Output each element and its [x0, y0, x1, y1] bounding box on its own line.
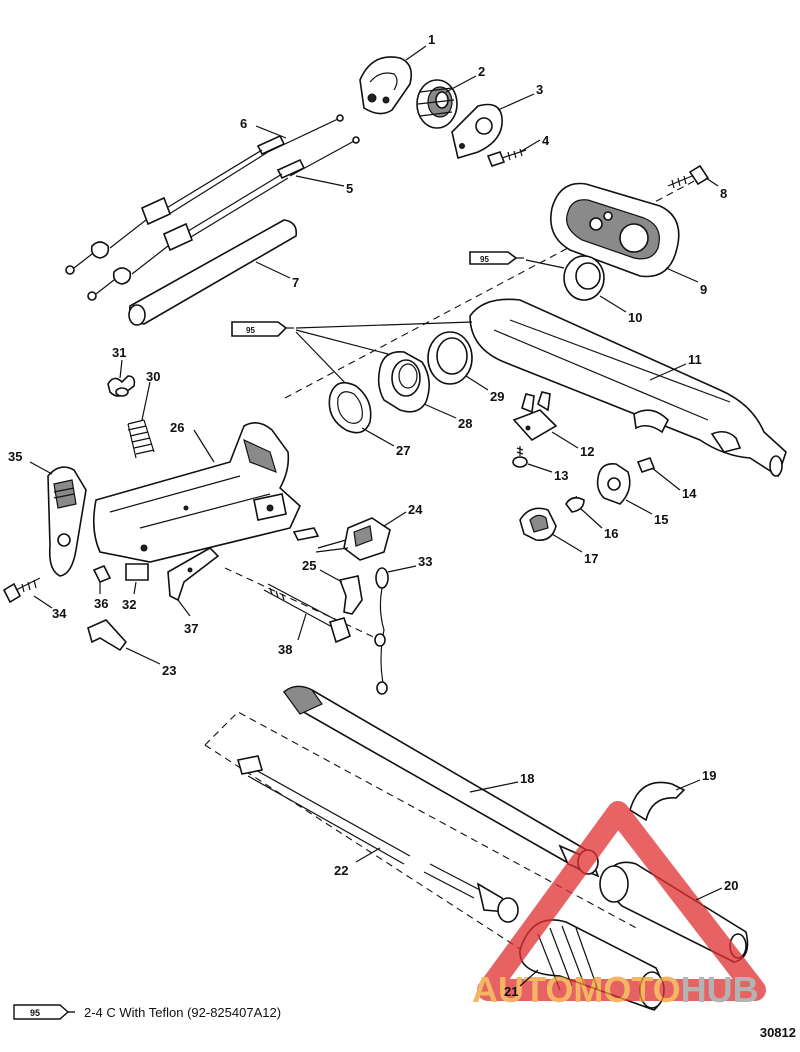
- part-10-seal: [563, 255, 605, 301]
- alignment-lines: [204, 177, 701, 966]
- callout-34: 34: [52, 606, 67, 621]
- legend-lubricant-tube-icon: 95: [13, 1004, 75, 1020]
- part-15-block: [596, 462, 631, 505]
- callout-28: 28: [458, 416, 472, 431]
- part-18-throttle-shaft: [282, 685, 600, 878]
- callout-29: 29: [490, 389, 504, 404]
- part-26-steering-bracket: [92, 422, 301, 563]
- part-24-stop-switch: [292, 517, 391, 561]
- part-19-retaining-clip: [629, 781, 686, 822]
- part-11-tiller-arm: [469, 298, 787, 478]
- callout-36: 36: [94, 596, 108, 611]
- part-25-retainer: [338, 575, 363, 615]
- callout-2: 2: [478, 64, 485, 79]
- callout-17: 17: [584, 551, 598, 566]
- callout-8: 8: [720, 186, 727, 201]
- callout-9: 9: [700, 282, 707, 297]
- watermark-text-orange: AUTOMOTO: [472, 969, 681, 1010]
- part-28-bushing: [377, 351, 430, 413]
- figure-number: 30812: [759, 1025, 796, 1040]
- watermark-triangle: [477, 801, 766, 1001]
- callout-6: 6: [240, 116, 247, 131]
- svg-text:AUTOMOTOHUB: AUTOMOTOHUB: [472, 969, 759, 1010]
- part-14-set-screw: [636, 457, 656, 473]
- callout-31: 31: [112, 345, 126, 360]
- part-3-retainer-plate: [451, 103, 503, 160]
- callout-10: 10: [628, 310, 642, 325]
- callout-37: 37: [184, 621, 198, 636]
- part-23-bracket-clip: [87, 619, 128, 652]
- callout-1: 1: [428, 32, 435, 47]
- callout-27: 27: [396, 443, 410, 458]
- callout-38: 38: [278, 642, 292, 657]
- callout-30: 30: [146, 369, 160, 384]
- legend: 95 2-4 C With Teflon (92-825407A12): [12, 1001, 281, 1023]
- callout-23: 23: [162, 663, 176, 678]
- watermark: AUTOMOTOHUB: [472, 801, 766, 1010]
- part-8-bolt: [667, 164, 710, 189]
- callout-32: 32: [122, 597, 136, 612]
- callouts: 1 2 3 4 5 6 7 8 9 10 11 12 13 14 15 16 1…: [8, 32, 738, 999]
- lubricant-tube-lower-label: 95: [246, 326, 255, 335]
- lubricant-tube-upper: 95: [469, 251, 565, 269]
- part-27-wave-washer: [328, 381, 372, 434]
- part-17-friction-knob: [519, 507, 557, 542]
- part-32-pad: [125, 563, 149, 581]
- callout-7: 7: [292, 275, 299, 290]
- part-30-spring: [127, 419, 155, 459]
- callout-4: 4: [542, 133, 550, 148]
- callout-3: 3: [536, 82, 543, 97]
- callout-18: 18: [520, 771, 534, 786]
- part-5-throttle-cable: [87, 136, 360, 301]
- callout-24: 24: [408, 502, 423, 517]
- part-22-stop-cable: [236, 755, 519, 923]
- part-12-bracket: [512, 391, 558, 442]
- part-29-washer: [427, 331, 473, 385]
- lubricant-tube-upper-label: 95: [480, 255, 489, 264]
- callout-16: 16: [604, 526, 618, 541]
- part-37-clip: [167, 547, 220, 602]
- callout-19: 19: [702, 768, 716, 783]
- part-35-tilt-lever: [47, 466, 87, 577]
- callout-15: 15: [654, 512, 668, 527]
- callout-20: 20: [724, 878, 738, 893]
- part-1-cable-anchor: [359, 56, 413, 115]
- callout-33: 33: [418, 554, 432, 569]
- watermark-text-grey: HUB: [681, 969, 759, 1010]
- callout-25: 25: [302, 558, 316, 573]
- callout-11: 11: [688, 352, 702, 367]
- legend-text: 2-4 C With Teflon (92-825407A12): [84, 1004, 282, 1020]
- part-13-screw: [512, 446, 528, 468]
- callout-26: 26: [170, 420, 184, 435]
- part-33-lanyard: [374, 567, 389, 695]
- part-9-cover-plate: [550, 182, 680, 278]
- part-2-swivel-spool: [416, 79, 458, 129]
- callout-12: 12: [580, 444, 594, 459]
- part-7-cable-sleeve: [128, 219, 298, 326]
- part-4-screw: [486, 148, 527, 167]
- callout-5: 5: [346, 181, 353, 196]
- part-36-pin: [92, 564, 112, 584]
- part-34-bolt: [2, 577, 41, 604]
- callout-13: 13: [554, 468, 568, 483]
- part-16-spring: [565, 495, 585, 513]
- callout-14: 14: [682, 486, 697, 501]
- part-31-wing-nut: [107, 375, 136, 397]
- part-6-shift-cable: [65, 114, 344, 275]
- callout-21: 21: [504, 984, 518, 999]
- callout-35: 35: [8, 449, 22, 464]
- callout-22: 22: [334, 863, 348, 878]
- part-38-through-bolt: [263, 583, 351, 644]
- legend-tube-label: 95: [30, 1008, 40, 1018]
- lubricant-tube-lower: 95: [231, 321, 473, 389]
